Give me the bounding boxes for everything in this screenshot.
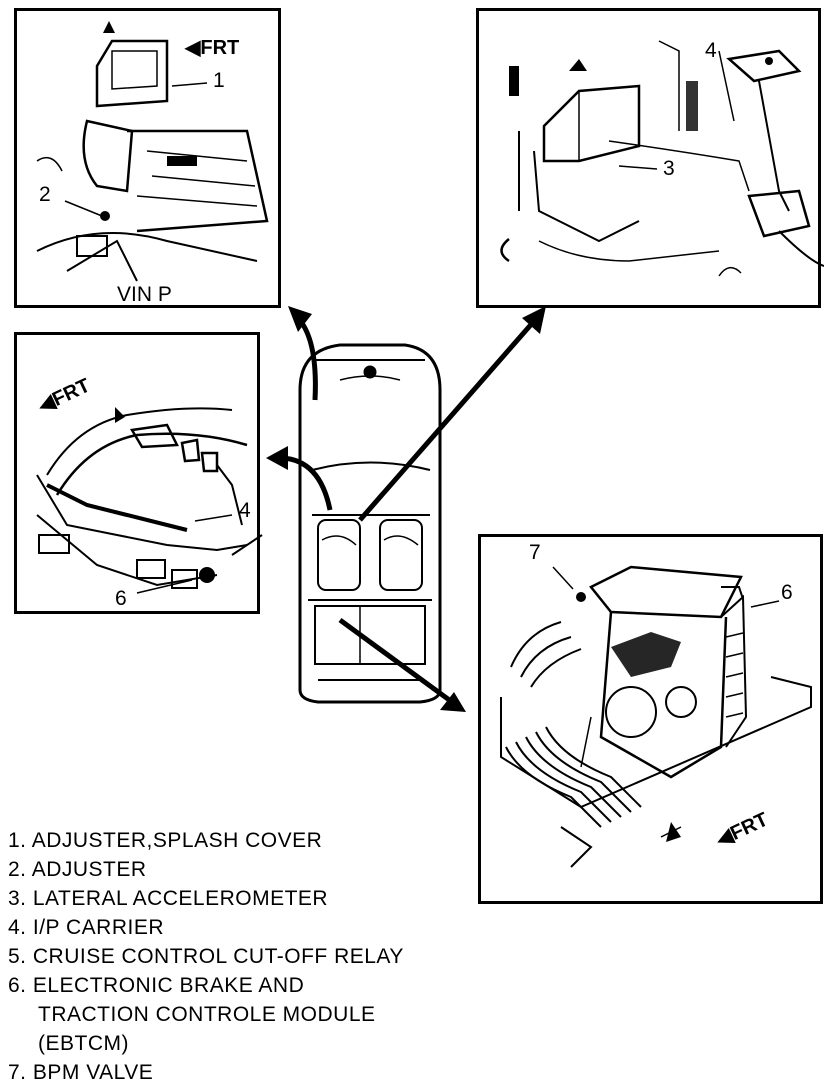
lateral-accelerometer-illustration — [500, 40, 824, 277]
panel-ebtcm: 7 6 ◀FRT — [478, 534, 823, 904]
legend-item: 7. BPM VALVE — [8, 1058, 528, 1087]
legend-item: 5. CRUISE CONTROL CUT-OFF RELAY — [8, 942, 528, 971]
legend-item: 2. ADJUSTER — [8, 855, 528, 884]
panel-ip-carrier: ◀FRT 4 6 — [14, 332, 263, 614]
panel-caption: VIN P — [117, 283, 172, 306]
legend-number: 6. — [8, 974, 27, 997]
front-direction-label: ◀FRT — [185, 37, 240, 59]
legend-text: ELECTRONIC BRAKE AND — [32, 974, 305, 997]
callout-6: 6 — [115, 587, 127, 610]
ip-carrier-illustration — [36, 407, 263, 594]
legend-number: 1. — [8, 829, 27, 852]
legend-text: CRUISE CONTROL CUT-OFF RELAY — [32, 945, 404, 968]
callout-2: 2 — [39, 183, 51, 206]
pointer-arrows — [266, 306, 546, 712]
legend-text: LATERAL ACCELEROMETER — [32, 887, 329, 910]
arrow-to-ebtcm — [338, 617, 454, 705]
legend-continuation: (EBTCM) — [38, 1032, 129, 1055]
arrow-to-ip-carrier — [281, 455, 333, 511]
legend-text: ADJUSTER — [31, 858, 147, 881]
legend-text: ADJUSTER,SPLASH COVER — [31, 829, 323, 852]
legend-item: 1. ADJUSTER,SPLASH COVER — [8, 826, 528, 855]
splash-cover-adjuster-illustration — [36, 21, 269, 282]
legend-item: 3. LATERAL ACCELEROMETER — [8, 884, 528, 913]
arrow-to-accelerometer — [358, 318, 537, 522]
legend-continuation: TRACTION CONTROLE MODULE — [38, 1003, 376, 1026]
legend-item: 6. ELECTRONIC BRAKE AND — [8, 971, 528, 1000]
component-legend: 1. ADJUSTER,SPLASH COVER 2. ADJUSTER 3. … — [8, 826, 528, 1087]
legend-text: I/P CARRIER — [32, 916, 165, 939]
callout-6: 6 — [781, 581, 793, 604]
legend-number: 7. — [8, 1061, 27, 1084]
panel-lateral-accelerometer: 4 3 — [476, 8, 824, 308]
callout-1: 1 — [213, 69, 225, 92]
legend-number: 4. — [8, 916, 27, 939]
legend-number: 3. — [8, 887, 27, 910]
callout-4: 4 — [705, 39, 717, 62]
legend-number: 2. — [8, 858, 27, 881]
legend-number: 5. — [8, 945, 27, 968]
ebtcm-illustration — [500, 565, 812, 868]
callout-3: 3 — [663, 157, 675, 180]
car-outline — [298, 343, 442, 704]
callout-7: 7 — [529, 541, 541, 564]
frt-text: FRT — [200, 37, 240, 59]
panel-vin-p: ◀FRT 1 2 VIN P — [14, 8, 281, 308]
legend-item: 4. I/P CARRIER — [8, 913, 528, 942]
legend-text: BPM VALVE — [32, 1061, 154, 1084]
callout-4: 4 — [239, 499, 251, 522]
